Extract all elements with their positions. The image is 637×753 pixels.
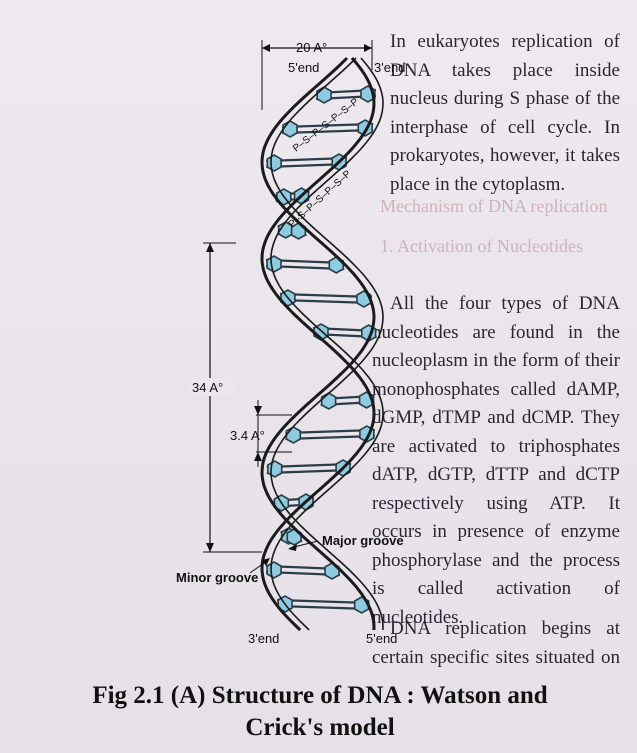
pitch-arrow-top [206,243,214,252]
nitrogen-base [267,562,281,578]
width-label: 20 A° [296,40,327,55]
nitrogen-base [268,461,282,477]
rise-arrow-top [254,406,262,415]
caption-line-2: Crick's model [40,712,600,744]
nitrogen-base [283,121,297,137]
figure-caption: Fig 2.1 (A) Structure of DNA : Watson an… [40,680,600,744]
top-right-end-label: 3'end [374,60,405,75]
width-arrow-right [364,44,372,52]
caption-line-1: Fig 2.1 (A) Structure of DNA : Watson an… [40,680,600,712]
major-groove-label: Major groove [322,533,404,548]
rise-label: 3.4 A° [230,428,265,443]
width-arrow-left [262,44,270,52]
pitch-arrow-bottom [206,543,214,552]
major-groove-arrowhead [288,544,297,551]
pitch-label: 34 A° [192,380,223,395]
nitrogen-base [286,427,300,443]
dna-double-helix-diagram: 20 A° 5'end 3'end P–S–P–S–P–S–P P–S–P–S–… [0,0,637,680]
nitrogen-base [317,87,331,103]
rise-arrow-bottom [254,452,262,461]
minor-groove-label: Minor groove [176,570,258,585]
nitrogen-base [267,155,281,171]
top-left-end-label: 5'end [288,60,319,75]
nitrogen-base [322,393,336,409]
bottom-left-end-label: 3'end [248,631,279,646]
nitrogen-base [267,256,281,272]
bottom-right-end-label: 5'end [366,631,397,646]
